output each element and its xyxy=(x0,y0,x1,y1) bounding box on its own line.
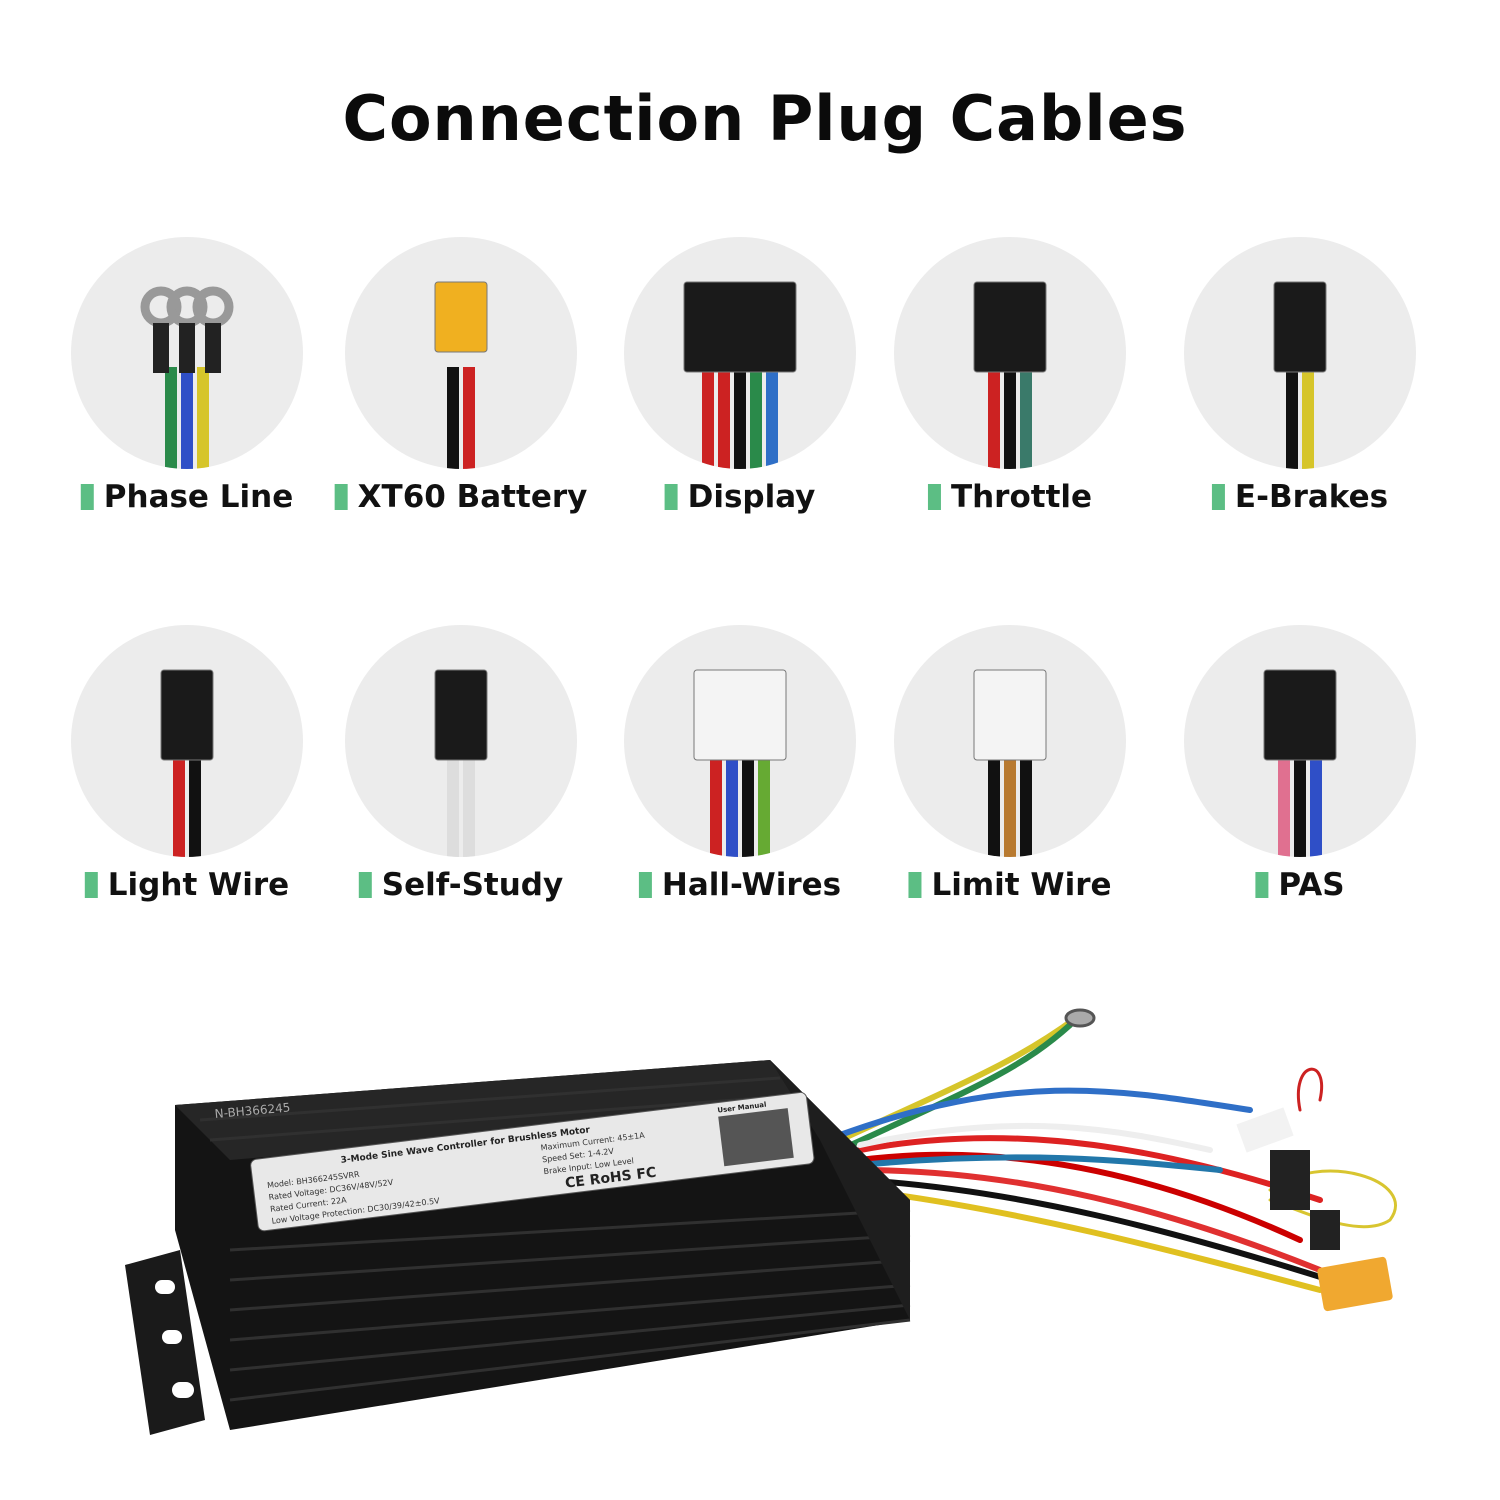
light-connector-icon xyxy=(71,625,303,857)
cable-label-text: Phase Line xyxy=(103,479,294,515)
cable-label-text: Light Wire xyxy=(107,867,290,903)
cable-item: Light Wire xyxy=(71,625,303,915)
green-marker xyxy=(84,872,98,898)
limit-connector-icon xyxy=(894,625,1126,857)
cable-item: Phase Line xyxy=(71,237,303,527)
cable-label-text: PAS xyxy=(1278,867,1345,903)
green-marker xyxy=(358,872,372,898)
hall-connector-icon xyxy=(624,625,856,857)
cable-item: Self-Study xyxy=(345,625,577,915)
cable-item: Hall-Wires xyxy=(624,625,856,915)
cable-item: E-Brakes xyxy=(1184,237,1416,527)
throttle-connector-icon xyxy=(894,237,1126,469)
cable-label-text: Display xyxy=(687,479,816,515)
cable-label-text: Limit Wire xyxy=(931,867,1112,903)
display-connector-icon xyxy=(624,237,856,469)
green-marker xyxy=(927,484,941,510)
green-marker xyxy=(638,872,652,898)
green-marker xyxy=(80,484,94,510)
controller-image: 3-Mode Sine Wave Controller for Brushles… xyxy=(120,1000,1420,1440)
green-marker xyxy=(334,484,348,510)
ring-terminals-icon xyxy=(71,237,303,469)
xt60-connector-icon xyxy=(345,237,577,469)
cable-item: Display xyxy=(624,237,856,527)
serial-number: N-BH366245 xyxy=(214,1100,291,1121)
cable-label-text: Self-Study xyxy=(381,867,564,903)
cable-label-text: Hall-Wires xyxy=(661,867,842,903)
pas-connector-icon xyxy=(1184,625,1416,857)
cable-label: Throttle xyxy=(927,479,1093,515)
cable-label: XT60 Battery xyxy=(334,479,588,515)
green-marker xyxy=(664,484,678,510)
cable-label: Hall-Wires xyxy=(638,867,842,903)
cable-label: E-Brakes xyxy=(1211,479,1389,515)
self-study-connector-icon xyxy=(345,625,577,857)
cable-item: PAS xyxy=(1184,625,1416,915)
green-marker xyxy=(908,872,922,898)
green-marker xyxy=(1255,872,1269,898)
cable-label: Light Wire xyxy=(84,867,290,903)
cable-item: Limit Wire xyxy=(894,625,1126,915)
ebrake-connectors-icon xyxy=(1184,237,1416,469)
cable-item: Throttle xyxy=(894,237,1126,527)
cable-label: Display xyxy=(664,479,816,515)
cable-item: XT60 Battery xyxy=(334,237,587,527)
cable-label: Phase Line xyxy=(80,479,294,515)
green-marker xyxy=(1211,484,1225,510)
page-title: Connection Plug Cables xyxy=(342,82,1188,155)
cable-label-text: XT60 Battery xyxy=(357,479,588,515)
cable-label-text: Throttle xyxy=(950,479,1093,515)
cable-label: Limit Wire xyxy=(908,867,1112,903)
cable-label: PAS xyxy=(1255,867,1345,903)
cable-label: Self-Study xyxy=(358,867,564,903)
cable-label-text: E-Brakes xyxy=(1234,479,1389,515)
qr-code-icon xyxy=(718,1108,794,1167)
